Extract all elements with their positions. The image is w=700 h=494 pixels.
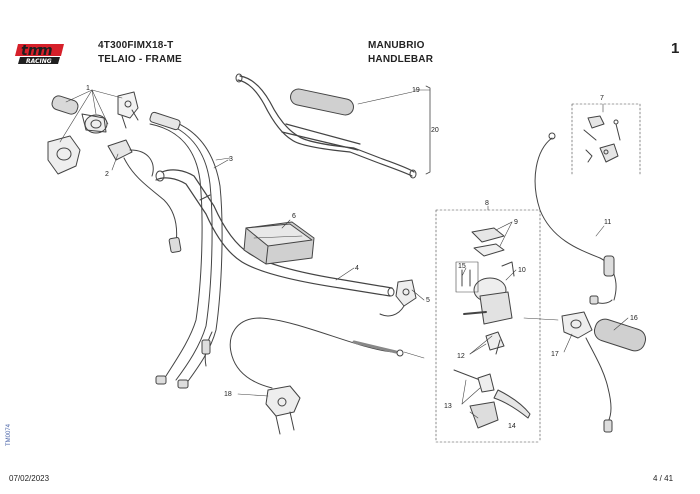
handlebar-part [155,169,395,297]
throttle-wire-part [123,149,182,253]
svg-text:m: m [38,43,53,59]
callout-15: 15 [458,263,466,270]
logo-brand: tm [21,43,42,59]
tm-racing-logo: tm m RACING [12,40,68,68]
clutch-cable-part [534,132,617,305]
title-english: HANDLEBAR [368,54,434,65]
logo-tagline: RACING [26,58,52,65]
callout-13: 13 [444,403,452,410]
callout-4: 4 [355,265,359,272]
footer-date: 07/02/2023 [9,474,50,483]
callout-5: 5 [426,297,430,304]
callout-9: 9 [514,219,518,226]
page-number: 1 [671,40,680,57]
callout-10: 10 [518,267,526,274]
callout-1: 1 [86,85,90,92]
switch-part [379,279,417,317]
adjuster-kit-part [571,103,641,177]
callout-3: 3 [229,156,233,163]
group-title: TELAIO - FRAME [98,54,182,65]
callout-14: 14 [508,423,516,430]
callout-7: 7 [600,95,604,102]
callout-17: 17 [551,351,559,358]
kill-switch-wire-part [201,317,404,435]
throttle-cables-part [149,111,231,389]
left-grip-part [561,311,647,433]
callout-11: 11 [604,219,611,226]
crossbar-handlebar-part [235,73,417,179]
callout-2: 2 [105,171,109,178]
callout-20: 20 [431,127,439,134]
model-code: 4T300FIMX18-T [98,40,174,51]
callout-16: 16 [630,315,638,322]
footer-page: 4 / 41 [653,474,674,483]
throttle-grip-part [47,91,139,175]
callout-18: 18 [224,391,232,398]
callout-6: 6 [292,213,296,220]
master-cylinder-part [435,209,541,443]
callout-8: 8 [485,200,489,207]
bar-pad-part [243,221,315,265]
callout-19: 19 [412,87,420,94]
title-italian: MANUBRIO [368,40,425,51]
callout-12: 12 [457,353,465,360]
